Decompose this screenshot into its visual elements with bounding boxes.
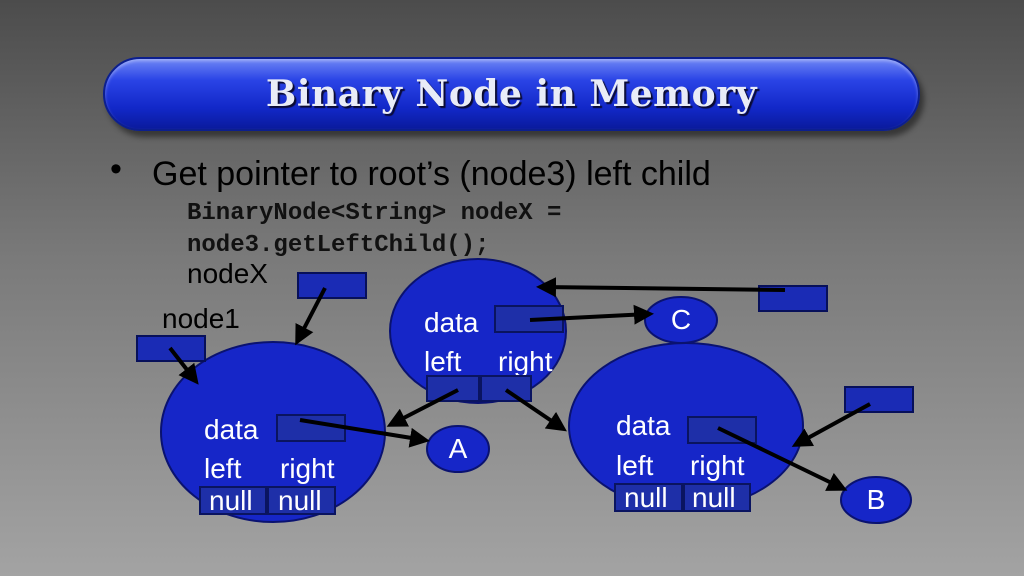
node3-arrow (536, 277, 786, 298)
leftchild-right-label: right (280, 453, 335, 484)
rightchild-left-field (614, 483, 683, 512)
nodex-arrow (295, 287, 327, 346)
rightchild-left-null: null (624, 482, 668, 513)
root-left-field (426, 375, 480, 402)
leftchild-right-null: null (278, 485, 322, 516)
nodex-label: nodeX (187, 258, 268, 289)
slide-title: Binary Node in Memory (265, 73, 758, 115)
value-a-circle (426, 425, 490, 473)
root-right-field (480, 375, 532, 402)
root-right-label: right (498, 346, 553, 377)
rightchild-right-label: right (690, 450, 745, 481)
root-node-ellipse (389, 258, 567, 404)
value-a-label: A (448, 433, 468, 464)
nodex-pointer-box (297, 272, 367, 299)
root-left-arrow (386, 388, 459, 427)
root-data-label: data (424, 307, 479, 338)
leftchild-data-label: data (204, 414, 259, 445)
leftchild-right-field (267, 486, 336, 515)
rightchild-data-arrow (717, 426, 848, 491)
node1-label: node1 (162, 303, 240, 334)
rightchild-right-field (683, 483, 751, 512)
root-data-arrow (529, 304, 654, 325)
leftchild-left-field (199, 486, 267, 515)
node2-arrow (791, 402, 871, 447)
leftchild-left-null: null (209, 485, 253, 516)
root-left-label: left (424, 346, 462, 377)
leftchild-left-label: left (204, 453, 242, 484)
bullet-dot: • (110, 150, 122, 188)
node2-pointer-box (844, 386, 914, 413)
code-line-2: node3.getLeftChild(); (187, 232, 490, 259)
title-bar: Binary Node in Memory (103, 57, 920, 131)
rightchild-left-label: left (616, 450, 654, 481)
node1-arrow (168, 346, 199, 385)
rightchild-right-null: null (692, 482, 736, 513)
value-b-circle (840, 476, 912, 524)
leftchild-data-field (276, 414, 346, 442)
bullet-text: Get pointer to root’s (node3) left child (152, 155, 711, 193)
root-right-arrow (504, 388, 567, 432)
code-line-1: BinaryNode<String> nodeX = (187, 200, 562, 227)
value-b-label: B (866, 484, 886, 515)
value-c-label: C (670, 304, 692, 335)
rightchild-data-label: data (616, 410, 671, 441)
leftchild-data-arrow (299, 418, 430, 448)
